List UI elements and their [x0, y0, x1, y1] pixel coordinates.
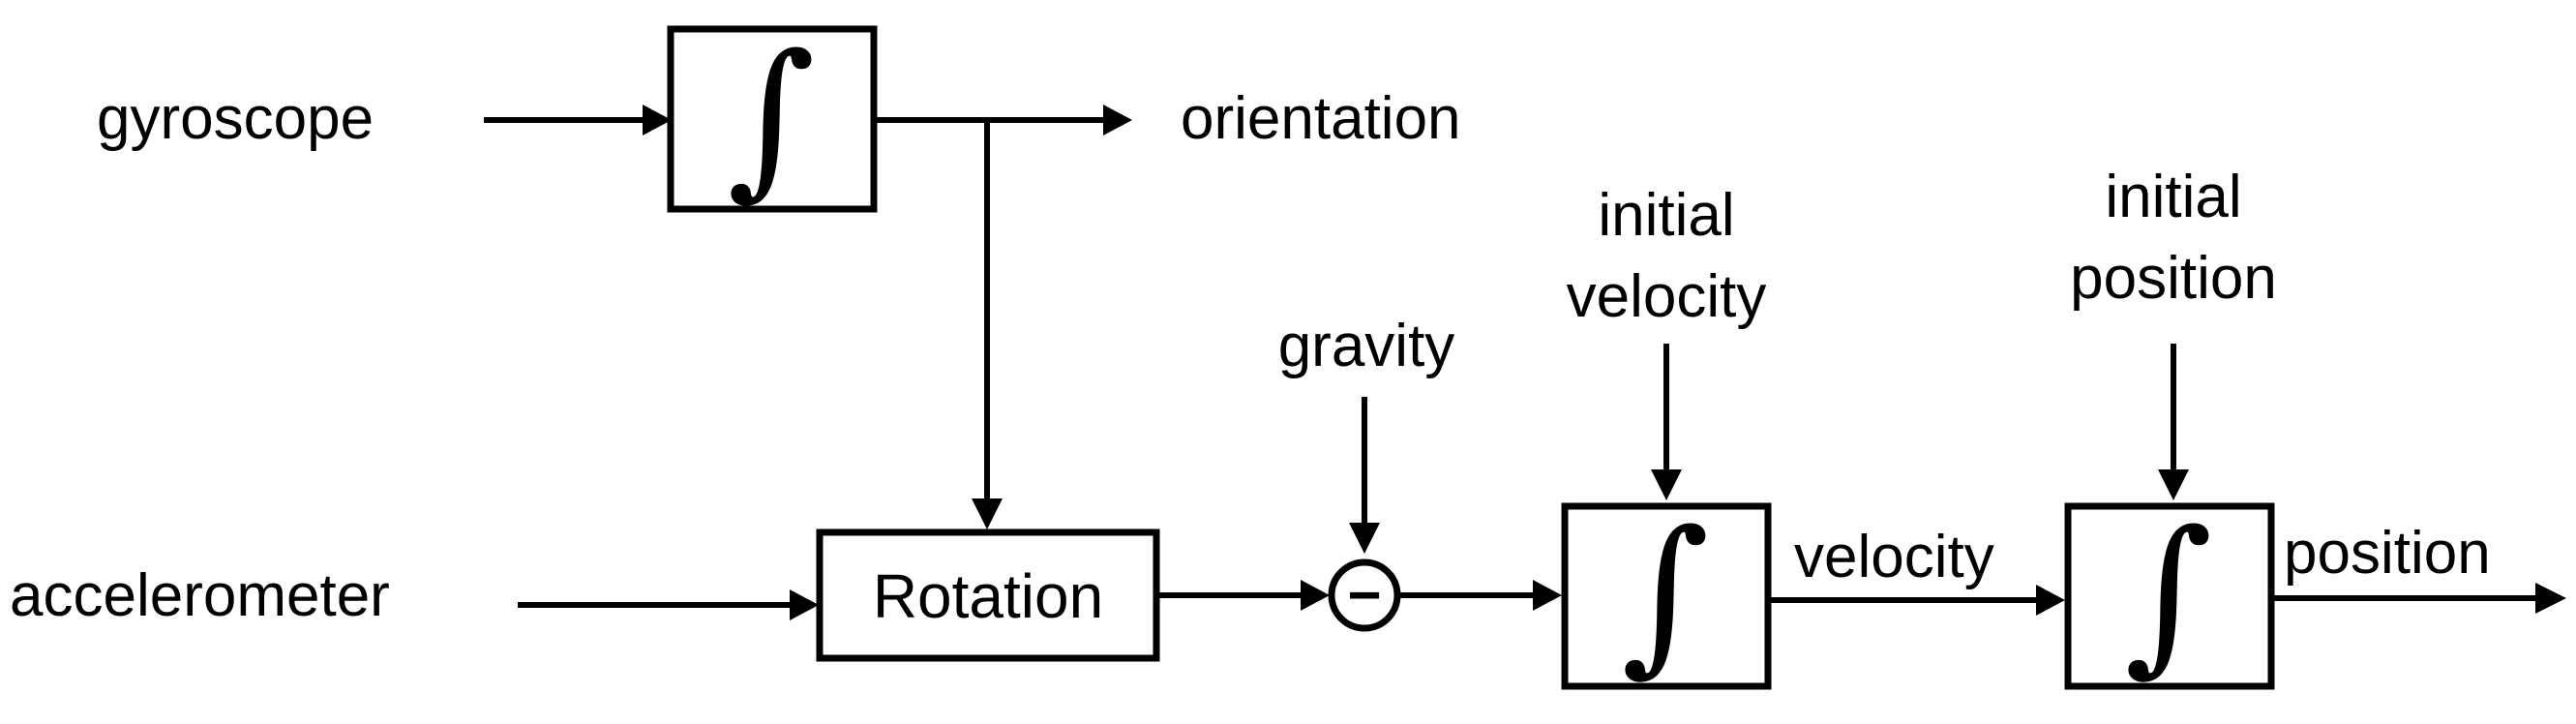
position-integrator-symbol: ∫ — [2124, 496, 2212, 692]
gravity-subtractor-symbol: − — [1347, 562, 1381, 627]
position-label: position — [2284, 520, 2491, 587]
orientation-label: orientation — [1181, 85, 1461, 152]
rotation-label: Rotation — [873, 561, 1103, 631]
initial-position-arrowhead — [2158, 469, 2189, 500]
orientation-arrowhead — [1103, 105, 1132, 136]
accelerometer-label: accelerometer — [10, 562, 390, 629]
position-integrator-block — [2064, 502, 2275, 690]
gravity-label: gravity — [1278, 313, 1455, 379]
gyroscope-label: gyroscope — [97, 85, 374, 152]
initial-position-label-line2: position — [2070, 245, 2277, 312]
rotation-block — [816, 528, 1160, 662]
accelerometer-arrowhead — [790, 589, 819, 620]
gyroscope-arrowhead — [643, 105, 672, 136]
velocity-arrowhead — [2036, 585, 2065, 616]
initial-position-label-line1: initial — [2105, 164, 2241, 230]
rotation-to-gravity-arrowhead — [1301, 580, 1330, 611]
position-arrowhead — [2535, 583, 2566, 614]
orientation-to-rotation-arrowhead — [972, 498, 1003, 529]
initial-velocity-label-line2: velocity — [1567, 263, 1767, 330]
gyro-integrator-symbol: ∫ — [727, 19, 815, 216]
velocity-label: velocity — [1794, 524, 1994, 590]
initial-velocity-arrowhead — [1651, 469, 1682, 500]
velocity-integrator-symbol: ∫ — [1621, 496, 1709, 692]
initial-velocity-label-line1: initial — [1598, 182, 1734, 249]
velocity-integrator-block — [1561, 502, 1772, 690]
gyro-integrator-block — [667, 25, 878, 213]
gravity-arrowhead — [1349, 523, 1380, 554]
gravity-to-velocity-integrator-arrowhead — [1533, 580, 1562, 611]
